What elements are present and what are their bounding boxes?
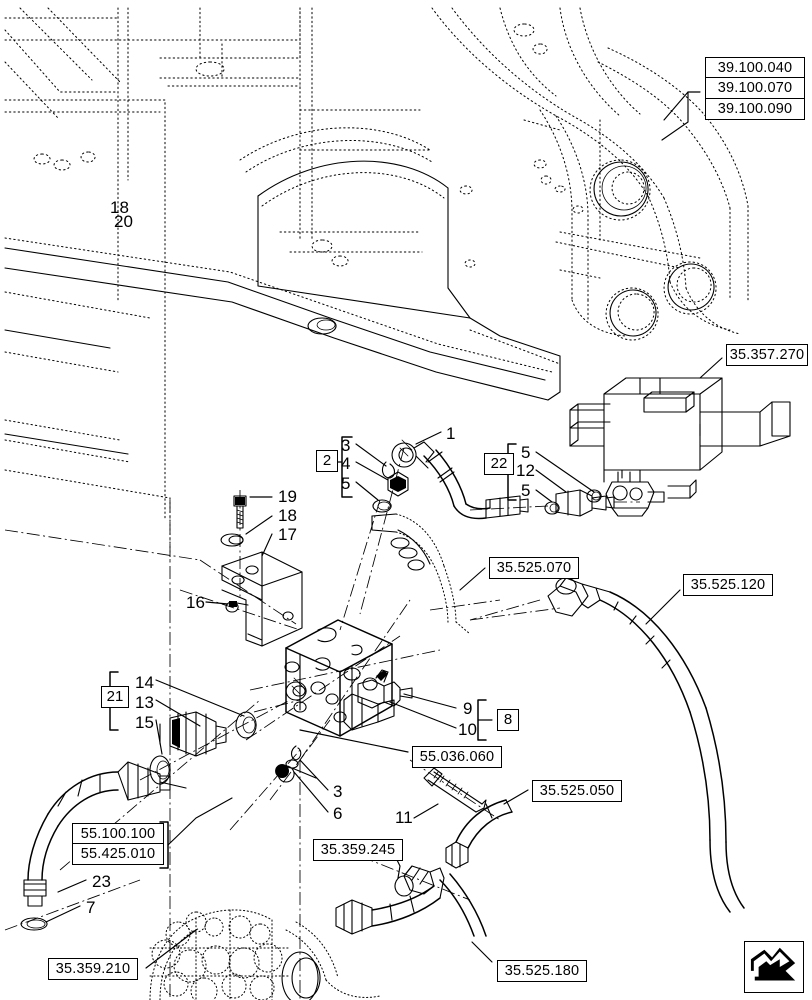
group-number-21[interactable]: 21 [101, 686, 129, 708]
reference-box-35-359-210[interactable]: 35.359.210 [48, 958, 138, 980]
item-number-13[interactable]: 13 [135, 693, 154, 712]
screw-item-11 [409, 759, 501, 821]
item-number-7[interactable]: 7 [86, 898, 96, 917]
view-direction-arrow-glyph [750, 947, 796, 981]
item-number-11[interactable]: 11 [395, 808, 413, 827]
view-direction-arrow-icon [744, 941, 804, 993]
hose-55-100-100 [20, 761, 233, 931]
item-number-17[interactable]: 17 [278, 525, 297, 544]
reference-box-39-100-070[interactable]: 39.100.070 [705, 77, 805, 100]
group-number-2[interactable]: 2 [316, 450, 338, 472]
control-valve-35-357-270 [569, 357, 791, 517]
reference-box-35-525-180[interactable]: 35.525.180 [497, 960, 587, 982]
item-number-3-upper[interactable]: 3 [341, 436, 351, 455]
small-parts-3-6 [229, 719, 331, 831]
item-number-5-b[interactable]: 5 [521, 481, 531, 500]
quick-coupler-item-21 [109, 671, 301, 785]
central-valve-block [245, 599, 493, 761]
reference-box-39-100-040[interactable]: 39.100.040 [705, 57, 805, 79]
construction-centerlines [4, 500, 561, 1000]
reference-box-39-100-090[interactable]: 39.100.090 [705, 97, 805, 120]
item-number-18-middle[interactable]: 18 [278, 506, 297, 525]
item-number-19[interactable]: 19 [278, 487, 297, 506]
group-number-22[interactable]: 22 [484, 453, 514, 475]
item-number-10[interactable]: 10 [458, 720, 477, 739]
reference-box-55-425-010[interactable]: 55.425.010 [72, 843, 164, 866]
item-number-4[interactable]: 4 [341, 454, 351, 473]
item-number-20[interactable]: 20 [114, 212, 133, 231]
item-number-9[interactable]: 9 [463, 699, 473, 718]
item-number-14[interactable]: 14 [135, 673, 154, 692]
adapter-assembly-item-22 [469, 443, 640, 517]
reference-stack-top-right: 39.100.040 39.100.070 39.100.090 [705, 57, 805, 120]
hose-35-525-050 [445, 789, 529, 869]
item-number-16[interactable]: 16 [186, 593, 205, 612]
loader-arm-phantom [431, 7, 749, 341]
reference-box-35-359-245[interactable]: 35.359.245 [313, 839, 403, 861]
item-number-18-upper[interactable]: 18 [110, 198, 129, 217]
item-number-1[interactable]: 1 [446, 424, 456, 443]
group-number-8[interactable]: 8 [497, 709, 519, 731]
item-number-3-lower[interactable]: 3 [333, 782, 343, 801]
reference-stack-lower-left: 55.100.100 55.425.010 [72, 823, 164, 866]
hose-35-525-070 [371, 513, 501, 635]
machine-frame-phantom [4, 7, 584, 561]
item-number-5-a[interactable]: 5 [521, 443, 531, 462]
reference-box-35-525-070[interactable]: 35.525.070 [489, 557, 579, 579]
reference-box-35-525-120[interactable]: 35.525.120 [683, 574, 773, 596]
reference-box-55-100-100[interactable]: 55.100.100 [72, 823, 164, 845]
hose-assembly-item-1 [331, 431, 529, 631]
hose-35-525-120 [469, 577, 745, 913]
reference-box-35-525-050[interactable]: 35.525.050 [532, 780, 622, 802]
reference-box-35-357-270[interactable]: 35.357.270 [726, 344, 808, 366]
item-number-6[interactable]: 6 [333, 804, 343, 823]
item-number-15[interactable]: 15 [135, 713, 154, 732]
reference-box-55-036-060[interactable]: 55.036.060 [412, 746, 502, 768]
mounting-bracket-item-17 [179, 490, 303, 647]
item-number-23[interactable]: 23 [92, 872, 111, 891]
item-number-5-upper[interactable]: 5 [341, 474, 351, 493]
engine-pump-assembly [145, 909, 381, 1000]
item-number-12[interactable]: 12 [516, 461, 535, 480]
